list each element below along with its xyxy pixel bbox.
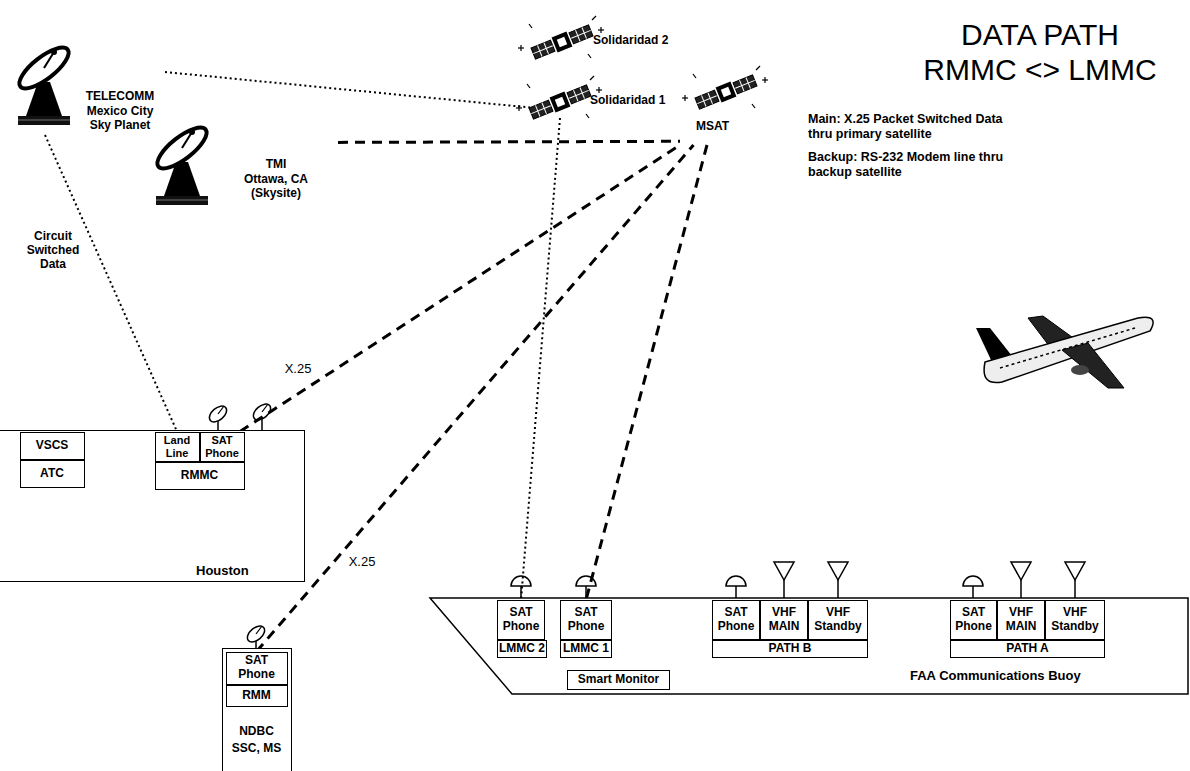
equipment-box: VHF Standby bbox=[1045, 600, 1105, 640]
site-panel: NDBC SSC, MS SAT PhoneRMM bbox=[222, 648, 292, 771]
node-label: TMI bbox=[236, 158, 316, 172]
node-label: Houston bbox=[196, 564, 286, 579]
connector bbox=[338, 141, 680, 142]
equipment-box: VHF MAIN bbox=[760, 600, 808, 640]
node-label: RMM bbox=[242, 689, 271, 703]
equipment-box: LMMC 1 bbox=[560, 640, 612, 658]
node-label: PATH B bbox=[769, 642, 812, 656]
connector bbox=[521, 118, 560, 600]
node-label: MSAT bbox=[696, 120, 756, 134]
equipment-box: Land Line bbox=[155, 432, 200, 462]
note-text: Backup: RS-232 Modem line thru backup sa… bbox=[808, 150, 1030, 180]
equipment-box: Smart Monitor bbox=[567, 670, 670, 690]
equipment-box: SAT Phone bbox=[560, 600, 612, 640]
satellite-icon bbox=[516, 76, 602, 121]
connector-label: Circuit Switched Data bbox=[20, 230, 86, 271]
equipment-box: ATC bbox=[20, 460, 85, 488]
node-label: LMMC 2 bbox=[499, 642, 545, 656]
node-label: VSCS bbox=[36, 439, 69, 453]
equipment-box: SAT Phone bbox=[712, 600, 760, 640]
node-label: SAT Phone bbox=[952, 606, 995, 634]
dish-antenna bbox=[250, 401, 273, 430]
equipment-box: LMMC 2 bbox=[497, 640, 547, 658]
satellite: MSAT bbox=[680, 70, 770, 145]
node-label: NDBC bbox=[223, 725, 290, 739]
node-label: LMMC 1 bbox=[563, 642, 609, 656]
equipment-box: SAT Phone bbox=[950, 600, 997, 640]
earth-station-dish bbox=[14, 41, 75, 125]
node-label: SSC, MS bbox=[223, 742, 290, 756]
node-label: VHF Standby bbox=[1047, 606, 1103, 634]
buoy-hull: FAA Communications Buoy SAT PhoneLMMC 2 SA… bbox=[430, 598, 1188, 694]
satphone-antenna bbox=[963, 576, 983, 600]
vhf-antenna bbox=[1065, 562, 1085, 600]
node-label: TELECOMM bbox=[78, 90, 162, 104]
connector bbox=[257, 145, 694, 652]
site-panel: Houston VSCS ATC Land LineSAT PhoneRMMC bbox=[0, 430, 305, 582]
node-label: SAT Phone bbox=[714, 606, 758, 634]
satellite: Solidaridad 1 bbox=[530, 88, 680, 118]
node-label: Solidaridad 2 bbox=[593, 34, 685, 48]
node-label: ATC bbox=[40, 467, 64, 481]
node-label: PATH A bbox=[1006, 642, 1048, 656]
satellite-icon bbox=[682, 66, 768, 111]
node-label: Mexico City Sky Planet bbox=[78, 105, 162, 133]
node-label: Solidaridad 1 bbox=[590, 94, 680, 108]
node-label: VHF MAIN bbox=[999, 606, 1043, 634]
node-label: RMMC bbox=[181, 469, 218, 483]
connector bbox=[240, 145, 680, 432]
diagram-title: DATA PATH RMMC <> LMMC bbox=[914, 18, 1166, 87]
note-text: Main: X.25 Packet Switched Data thru pri… bbox=[808, 112, 1030, 142]
node-label: Smart Monitor bbox=[578, 673, 659, 687]
connector-label: X.25 bbox=[342, 555, 382, 570]
connector bbox=[586, 145, 707, 600]
airplane-wing bbox=[1062, 343, 1124, 388]
path-box: PATH A bbox=[950, 640, 1105, 658]
node-label: VHF Standby bbox=[810, 606, 866, 634]
equipment-box: RMMC bbox=[155, 462, 245, 490]
node-label: Land Line bbox=[157, 434, 198, 459]
vhf-antenna bbox=[1011, 562, 1031, 600]
equipment-box: SAT Phone bbox=[200, 432, 245, 462]
earth-station-dish bbox=[152, 121, 213, 205]
path-box: PATH B bbox=[712, 640, 868, 658]
earth-station: TMIOttawa, CA (Skysite) bbox=[148, 128, 338, 208]
equipment-box: VHF MAIN bbox=[997, 600, 1045, 640]
equipment-box: RMM bbox=[226, 685, 288, 707]
node-label: Ottawa, CA (Skysite) bbox=[236, 173, 316, 201]
node-label: SAT Phone bbox=[202, 434, 243, 459]
buoy-outline-shape bbox=[430, 598, 1188, 694]
node-label: VHF MAIN bbox=[762, 606, 806, 634]
connector bbox=[45, 135, 177, 432]
airplane-engine bbox=[1071, 365, 1089, 375]
vhf-antenna bbox=[774, 562, 794, 600]
airplane-windows bbox=[1000, 328, 1135, 368]
equipment-box: SAT Phone bbox=[497, 600, 545, 640]
satphone-antenna bbox=[726, 576, 746, 600]
node-label: SAT Phone bbox=[562, 606, 610, 634]
equipment-box: SAT Phone bbox=[226, 652, 288, 685]
node-label: FAA Communications Buoy bbox=[910, 669, 1130, 684]
vhf-antenna bbox=[828, 562, 848, 600]
equipment-box: VHF Standby bbox=[808, 600, 868, 640]
node-label: SAT Phone bbox=[228, 654, 286, 682]
connector-label: X.25 bbox=[278, 362, 318, 377]
node-label: SAT Phone bbox=[499, 606, 543, 634]
satellite-icon bbox=[518, 16, 604, 61]
airplane bbox=[976, 316, 1153, 388]
dish-antenna bbox=[206, 403, 229, 432]
connector bbox=[165, 72, 530, 108]
equipment-box: VSCS bbox=[20, 432, 85, 460]
earth-station: TELECOMMMexico City Sky Planet bbox=[15, 35, 165, 135]
satellite: Solidaridad 2 bbox=[535, 28, 685, 58]
